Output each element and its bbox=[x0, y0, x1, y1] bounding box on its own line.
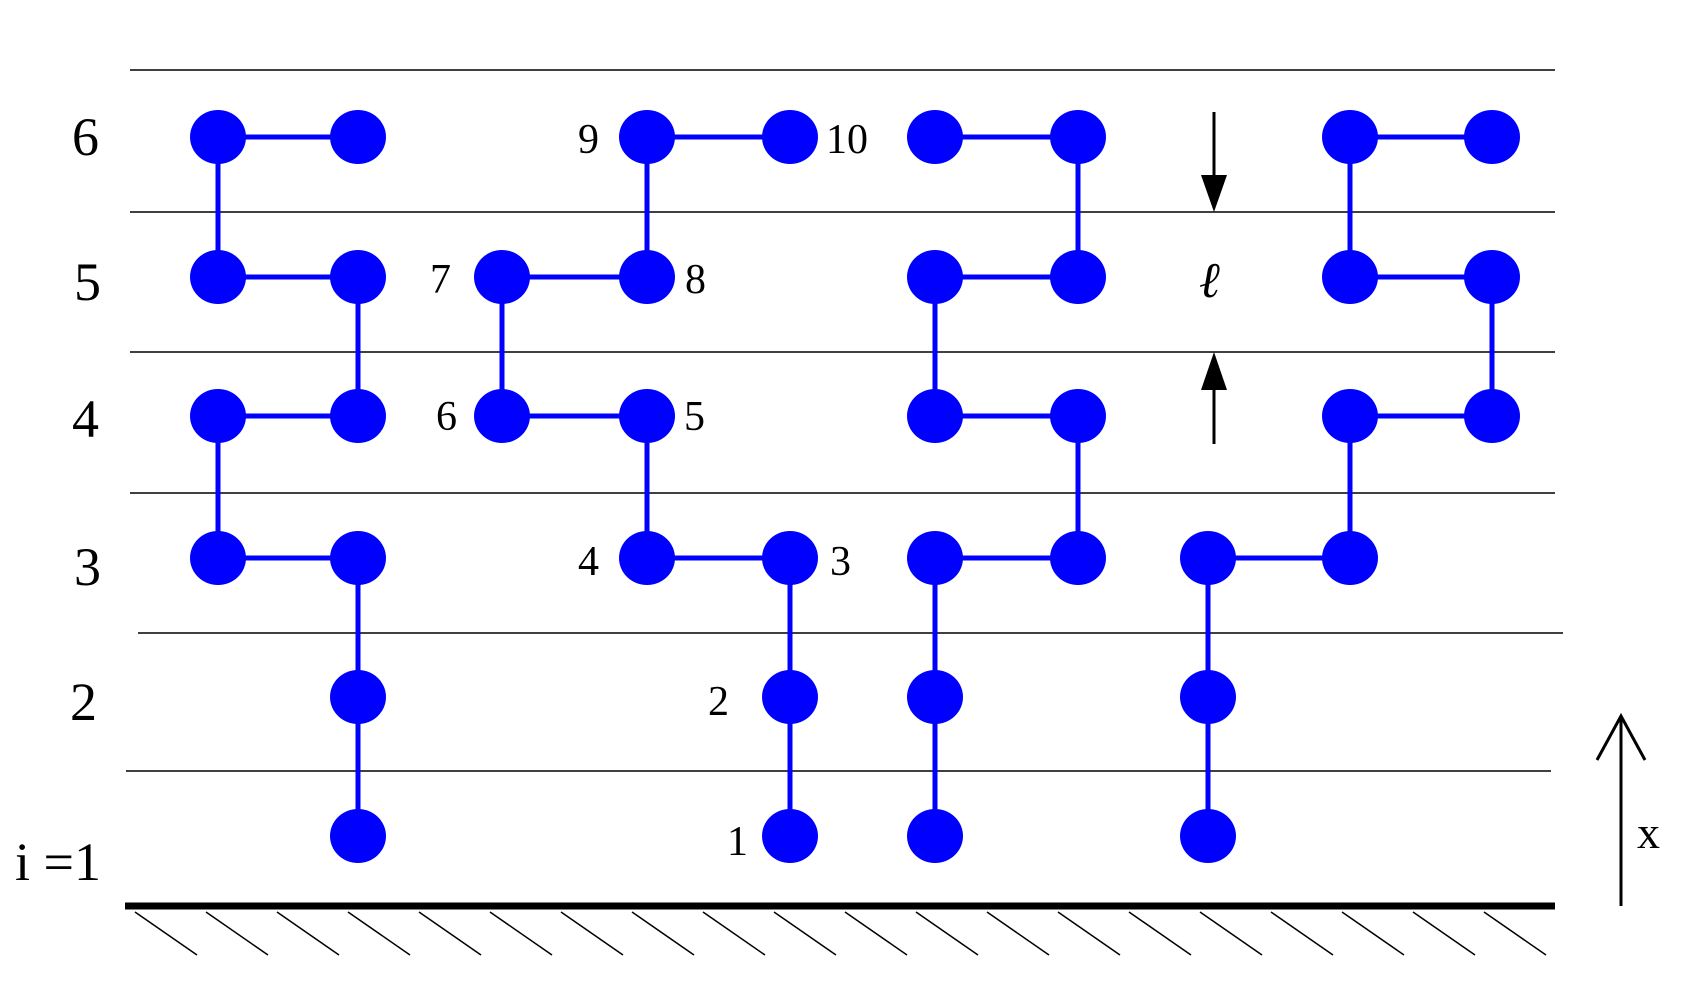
chain-bead bbox=[1050, 531, 1106, 585]
chain-bead bbox=[907, 670, 963, 724]
chain-bead bbox=[1180, 670, 1236, 724]
chain-3 bbox=[907, 110, 1106, 863]
chain-bead bbox=[1464, 250, 1520, 304]
chain-bead bbox=[330, 670, 386, 724]
chain-bead bbox=[907, 250, 963, 304]
chain-bead bbox=[907, 809, 963, 863]
bead-label-9: 9 bbox=[578, 117, 599, 163]
bead-label-4: 4 bbox=[578, 539, 599, 585]
spacing-arrow-down-head bbox=[1201, 175, 1227, 212]
chain-bead bbox=[330, 250, 386, 304]
x-axis-label: x bbox=[1637, 807, 1660, 858]
chain-bead bbox=[330, 389, 386, 443]
layer-label-5: 5 bbox=[74, 252, 101, 312]
surface-hatching bbox=[134, 911, 1547, 956]
chain-bead bbox=[619, 389, 675, 443]
chain-bead bbox=[762, 110, 818, 164]
chain-bead bbox=[190, 250, 246, 304]
hatch-mark bbox=[418, 911, 482, 956]
chain-bead bbox=[907, 110, 963, 164]
hatch-mark bbox=[1199, 911, 1263, 956]
chain-bead bbox=[474, 389, 530, 443]
chain-bead bbox=[762, 531, 818, 585]
chain-bead bbox=[1050, 110, 1106, 164]
hatch-mark bbox=[773, 911, 837, 956]
layer-label-3: 3 bbox=[74, 537, 101, 597]
chain-bead bbox=[1322, 110, 1378, 164]
chain-4 bbox=[1180, 110, 1520, 863]
chain-bead bbox=[762, 809, 818, 863]
bead-label-8: 8 bbox=[685, 257, 706, 303]
chain-bead bbox=[190, 110, 246, 164]
chain-bead bbox=[1180, 531, 1236, 585]
chain-bead bbox=[619, 110, 675, 164]
spacing-arrow-up-head bbox=[1201, 352, 1227, 390]
chain-bead bbox=[1322, 389, 1378, 443]
chain-bead bbox=[330, 110, 386, 164]
hatch-mark bbox=[844, 911, 908, 956]
layer-boundaries bbox=[126, 69, 1563, 772]
layer-spacing-indicator: ℓ bbox=[1199, 112, 1227, 444]
hatch-mark bbox=[631, 911, 695, 956]
chain-bead bbox=[1322, 531, 1378, 585]
chain-bead bbox=[190, 531, 246, 585]
hatch-mark bbox=[347, 911, 411, 956]
bead-label-6: 6 bbox=[436, 394, 457, 440]
hatch-mark bbox=[134, 911, 198, 956]
layer-label-4: 4 bbox=[72, 389, 99, 449]
bead-label-2: 2 bbox=[708, 679, 729, 725]
bead-label-3: 3 bbox=[830, 539, 851, 585]
chain-bead bbox=[474, 250, 530, 304]
bead-label-5: 5 bbox=[684, 394, 705, 440]
hatch-mark bbox=[276, 911, 340, 956]
spacing-label: ℓ bbox=[1199, 252, 1220, 308]
layer-label-2: 2 bbox=[70, 672, 97, 732]
x-axis-arrow: x bbox=[1595, 712, 1660, 906]
bead-label-10: 10 bbox=[826, 117, 868, 163]
chain-bead bbox=[1464, 389, 1520, 443]
layer-labels: i =1 2 3 4 5 6 bbox=[15, 107, 101, 892]
hatch-mark bbox=[1128, 911, 1192, 956]
chain-bead bbox=[619, 250, 675, 304]
hatch-mark bbox=[1341, 911, 1405, 956]
chain-bead bbox=[330, 809, 386, 863]
chain-bead bbox=[907, 389, 963, 443]
bead-number-labels: 1 2 3 4 5 6 7 8 9 10 bbox=[430, 117, 868, 865]
bead-label-1: 1 bbox=[727, 819, 748, 865]
chain-bead bbox=[619, 531, 675, 585]
chain-bead bbox=[1464, 110, 1520, 164]
hatch-mark bbox=[1483, 911, 1547, 956]
chain-1 bbox=[190, 110, 386, 863]
chain-bead bbox=[1050, 250, 1106, 304]
hatch-mark bbox=[489, 911, 553, 956]
hatch-mark bbox=[986, 911, 1050, 956]
hatch-mark bbox=[915, 911, 979, 956]
polymer-chains bbox=[190, 110, 1520, 863]
hatch-mark bbox=[1057, 911, 1121, 956]
chain-2 bbox=[474, 110, 818, 863]
chain-bead bbox=[1322, 250, 1378, 304]
layer-label-6: 6 bbox=[72, 107, 99, 167]
chain-bead bbox=[1050, 389, 1106, 443]
hatch-mark bbox=[702, 911, 766, 956]
chain-bead bbox=[762, 670, 818, 724]
chain-bead bbox=[907, 531, 963, 585]
chain-bead bbox=[190, 389, 246, 443]
hatch-mark bbox=[1270, 911, 1334, 956]
chain-bead bbox=[330, 531, 386, 585]
hatch-mark bbox=[1412, 911, 1476, 956]
hatch-mark bbox=[560, 911, 624, 956]
layer-label-1: i =1 bbox=[15, 832, 101, 892]
chain-bead bbox=[1180, 809, 1236, 863]
hatch-mark bbox=[205, 911, 269, 956]
bead-label-7: 7 bbox=[430, 257, 451, 303]
x-axis-arrow-head bbox=[1595, 712, 1647, 761]
